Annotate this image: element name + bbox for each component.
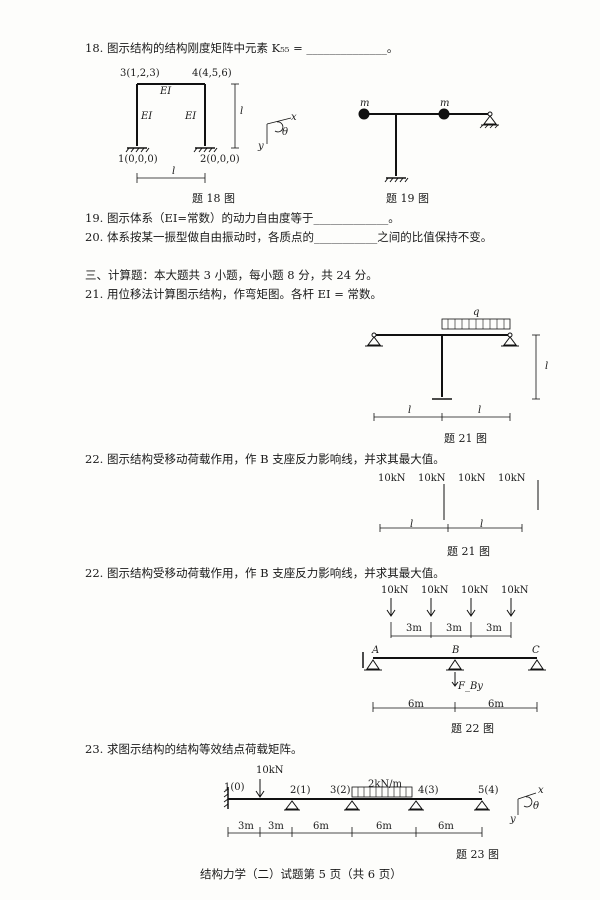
- q22-figure: [362, 598, 546, 712]
- q21-dim-h: l: [545, 361, 549, 372]
- q23-node-1: 1(0): [224, 782, 245, 793]
- q23-load-p: 10kN: [256, 765, 284, 776]
- q22a-load-3: 10kN: [458, 473, 486, 484]
- q23-text: 23. 求图示结构的结构等效结点荷载矩阵。: [85, 742, 303, 756]
- q22a-text: 22. 图示结构受移动荷载作用，作 B 支座反力影响线，并求其最大值。: [85, 452, 445, 466]
- q22-label-a: A: [372, 645, 380, 656]
- q23-axis-x: x: [538, 785, 544, 796]
- q18-ei-right: EI: [185, 111, 197, 122]
- q22-span-1: 6m: [408, 699, 424, 710]
- q19-caption: 题 19 图: [386, 192, 429, 205]
- q22-span-2: 6m: [488, 699, 504, 710]
- q18-axis-theta: θ: [282, 127, 289, 138]
- q22-label-b: B: [452, 645, 460, 656]
- q18-caption: 题 18 图: [192, 192, 235, 205]
- q18-node1: 1(0,0,0): [118, 154, 158, 165]
- q23-dim-1: 3m: [238, 821, 254, 832]
- q22-fby: F_By: [458, 681, 483, 692]
- q22-load-3: 10kN: [461, 585, 489, 596]
- q21-load-q: q: [473, 307, 480, 318]
- q18-node2: 2(0,0,0): [200, 154, 240, 165]
- q18-text: 18. 图示结构的结构刚度矩阵中元素 K₅₅ = ______________。: [85, 41, 399, 55]
- q18-ei-top: EI: [160, 86, 172, 97]
- q23-node-4: 4(3): [418, 785, 439, 796]
- q22-spacing-3: 3m: [486, 623, 502, 634]
- q18-node4: 4(4,5,6): [192, 68, 232, 79]
- q18-axis-y: y: [258, 141, 264, 152]
- q18-figure: [125, 83, 292, 183]
- q22-label-c: C: [532, 645, 540, 656]
- q22a-load-4: 10kN: [498, 473, 526, 484]
- q22a-dim-2: l: [480, 519, 484, 530]
- q21-dim-2: l: [478, 405, 482, 416]
- q19-figure: [358, 108, 499, 183]
- q21-caption: 题 21 图: [444, 432, 487, 445]
- q19-mass2: m: [440, 98, 450, 109]
- q20-text: 20. 体系按某一振型做自由振动时，各质点的___________之间的比值保持…: [85, 230, 493, 244]
- q23-node-5: 5(4): [478, 785, 499, 796]
- q19-mass1: m: [360, 98, 370, 109]
- q23-dim-4: 6m: [376, 821, 392, 832]
- q21-text: 21. 用位移法计算图示结构，作弯矩图。各杆 EI = 常数。: [85, 287, 382, 301]
- q18-node3: 3(1,2,3): [120, 68, 160, 79]
- q23-dim-3: 6m: [313, 821, 329, 832]
- q22a-dim-1: l: [410, 519, 414, 530]
- q22-load-1: 10kN: [381, 585, 409, 596]
- section-3-title: 三、计算题：本大题共 3 小题，每小题 8 分，共 24 分。: [85, 268, 378, 282]
- q22a-figure: [379, 480, 539, 532]
- q21-figure: [365, 318, 540, 421]
- q21-dim-1: l: [408, 405, 412, 416]
- q18-dim-l: l: [172, 166, 176, 177]
- q23-dim-5: 6m: [438, 821, 454, 832]
- q22a-load-2: 10kN: [418, 473, 446, 484]
- q22-spacing-1: 3m: [406, 623, 422, 634]
- q22a-load-1: 10kN: [378, 473, 406, 484]
- q23-node-3: 3(2): [330, 785, 351, 796]
- q23-figure: [223, 779, 537, 837]
- q19-text: 19. 图示体系（EI=常数）的动力自由度等于_____________。: [85, 211, 400, 225]
- q18-dim-h: l: [240, 106, 244, 117]
- q22-load-4: 10kN: [501, 585, 529, 596]
- q22a-caption: 题 21 图: [447, 545, 490, 558]
- q23-axis-y: y: [510, 814, 516, 825]
- page-footer: 结构力学（二）试题第 5 页（共 6 页）: [200, 867, 402, 881]
- q23-axis-theta: θ: [533, 801, 540, 812]
- q23-load-q: 2kN/m: [368, 779, 403, 790]
- q22-spacing-2: 3m: [446, 623, 462, 634]
- q22-caption: 题 22 图: [451, 722, 494, 735]
- q22-text: 22. 图示结构受移动荷载作用，作 B 支座反力影响线，并求其最大值。: [85, 566, 445, 580]
- q18-axis-x: x: [291, 112, 297, 123]
- q23-caption: 题 23 图: [456, 848, 499, 861]
- q23-node-2: 2(1): [290, 785, 311, 796]
- q23-dim-2: 3m: [268, 821, 284, 832]
- q22-load-2: 10kN: [421, 585, 449, 596]
- q18-ei-left: EI: [141, 111, 153, 122]
